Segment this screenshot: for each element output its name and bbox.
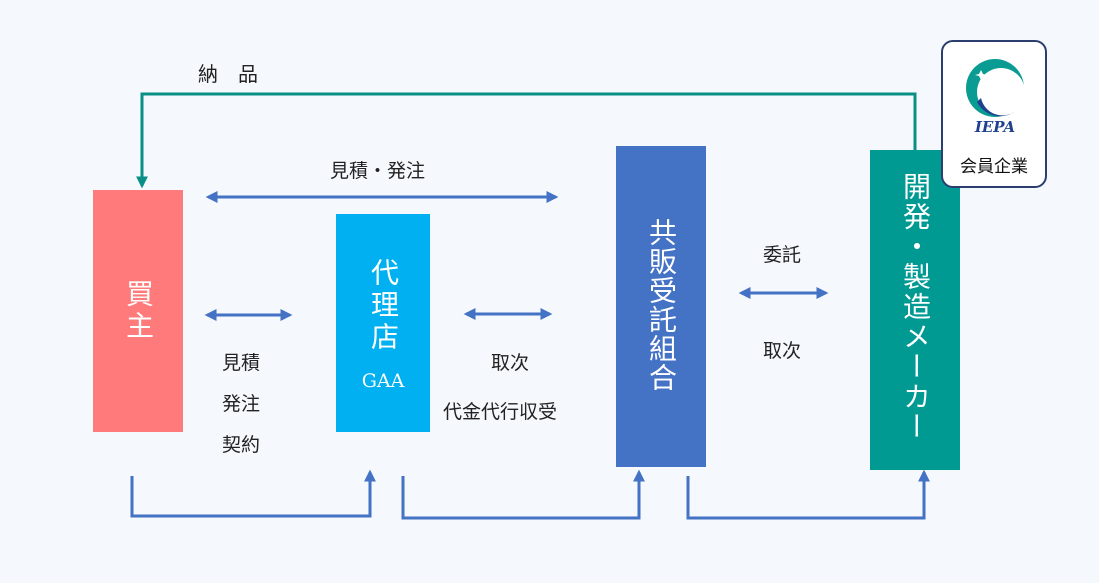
coop-box: 共販受託組合 (616, 146, 706, 467)
buyer-action-contract: 契約 (222, 434, 261, 456)
handling-right-label: 取次 (763, 340, 802, 362)
delivery-label: 納 品 (198, 62, 258, 86)
buyer-action-order: 発注 (222, 393, 261, 415)
iepa-member-badge: IEPA 会員企業 (941, 40, 1047, 188)
coop-title: 共販受託組合 (645, 218, 678, 392)
agency-box: 代理店 GAA (336, 214, 430, 432)
iepa-logo-icon: IEPA (966, 59, 1025, 136)
bottom-flow-arrow-2 (401, 469, 645, 520)
handling-mid-label: 取次 (491, 352, 530, 374)
estimate-order-top-label: 見積・発注 (330, 160, 426, 182)
buyer-title: 買主 (122, 279, 155, 343)
agency-sub: GAA (361, 370, 405, 392)
iepa-logo-text: IEPA (974, 118, 1015, 136)
delivery-arrow (136, 92, 917, 189)
bottom-flow-arrow-3 (686, 469, 930, 520)
agency-title: 代理店 (367, 258, 400, 354)
buyer-action-estimate: 見積 (222, 352, 261, 374)
bottom-flow-arrow-1 (130, 469, 376, 518)
badge-caption: 会員企業 (960, 157, 1028, 177)
buyer-actions: 見積 発注 契約 (222, 348, 260, 457)
buyer-box: 買主 (93, 190, 183, 432)
collection-agency-label: 代金代行収受 (443, 401, 558, 423)
maker-box: 開発・製造メーカー (870, 150, 960, 470)
maker-title: 開発・製造メーカー (899, 172, 932, 442)
commission-label: 委託 (763, 244, 802, 266)
